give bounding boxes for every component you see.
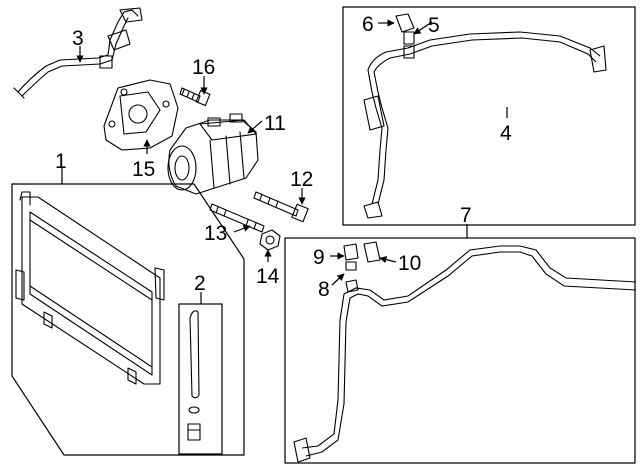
callout-6: 6 <box>362 13 374 36</box>
callout-9: 9 <box>313 246 325 269</box>
bolt-16 <box>179 87 211 106</box>
callout-14: 14 <box>256 265 280 288</box>
callout-5: 5 <box>428 14 440 37</box>
discharge-hose-box <box>342 6 636 226</box>
suction-hose <box>13 7 143 99</box>
condenser <box>21 196 161 385</box>
condenser-box <box>11 183 245 456</box>
liquid-line-group <box>284 237 637 464</box>
callout-3: 3 <box>72 27 84 50</box>
condenser-group <box>11 183 245 456</box>
callout-11: 11 <box>264 112 286 135</box>
callout-1: 1 <box>55 150 67 173</box>
compressor-bracket <box>103 79 179 151</box>
callout-15: 15 <box>132 158 155 181</box>
discharge-hose <box>367 31 601 205</box>
callout-12: 12 <box>290 168 313 191</box>
leader-lines <box>61 19 508 304</box>
liquid-line <box>301 245 637 449</box>
callout-2: 2 <box>194 272 206 295</box>
discharge-hose-group <box>342 6 636 226</box>
callout-10: 10 <box>398 252 421 275</box>
nut-14 <box>259 229 281 251</box>
compressor <box>167 113 259 195</box>
liquid-line-box <box>284 237 636 464</box>
callout-4: 4 <box>500 122 512 145</box>
receiver-drier <box>189 310 200 399</box>
receiver-drier-group <box>178 303 223 455</box>
bolt-12 <box>253 191 309 223</box>
callout-13: 13 <box>204 222 227 245</box>
callout-7: 7 <box>460 204 472 227</box>
callout-16: 16 <box>192 56 215 79</box>
callout-8: 8 <box>318 278 330 301</box>
